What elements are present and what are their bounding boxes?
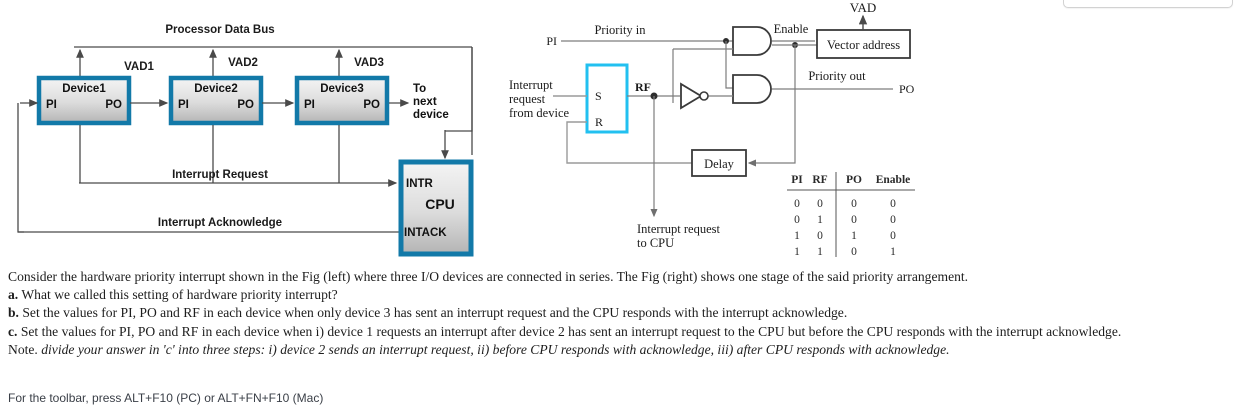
vector-address-box: Vector address	[816, 29, 911, 59]
question-item-a: a. What we called this setting of hardwa…	[8, 286, 1230, 303]
enable-label: Enable	[774, 22, 809, 36]
lower-and-gate	[732, 74, 772, 104]
to-next-device-line3: device	[413, 109, 449, 121]
truth-table-header-rf: RF	[812, 174, 827, 186]
truth-cell: 0	[890, 214, 896, 226]
truth-cell: 0	[817, 230, 823, 242]
device3-name: Device3	[320, 83, 363, 95]
truth-cell: 1	[817, 214, 823, 226]
flipflop-r-label: R	[595, 115, 603, 129]
interrupt-request-label: Interrupt Request	[172, 169, 268, 181]
truth-table: PI RF PO Enable 0 0 0 0 0 1	[787, 172, 915, 258]
device1-pi-label: PI	[46, 99, 57, 111]
truth-cell: 0	[794, 198, 800, 210]
device3-po-label: PO	[363, 99, 380, 111]
truth-table-header-enable: Enable	[876, 174, 911, 186]
daisy-chain-priority-diagram: Processor Data Bus VAD1 VAD2 VAD3 Device…	[0, 0, 495, 265]
priority-interrupt-stage-diagram: PI Priority in Enable Vector address	[495, 0, 975, 265]
vad-label: VAD	[850, 0, 877, 15]
question-item-c: c. Set the values for PI, PO and RF in e…	[8, 323, 1230, 340]
truth-table-header-pi: PI	[791, 174, 803, 186]
truth-cell: 0	[851, 246, 857, 258]
table-row: 0 0 0 0	[794, 198, 896, 210]
item-c-label: c.	[8, 323, 18, 339]
processor-data-bus-label: Processor Data Bus	[165, 24, 274, 36]
interrupt-request-to-cpu-line2: to CPU	[637, 236, 674, 250]
interrupt-request-from-device-line3: from device	[509, 106, 569, 120]
device2-name: Device2	[194, 83, 237, 95]
rf-label: RF	[635, 80, 651, 94]
not-gate	[680, 82, 709, 110]
question-intro: Consider the hardware priority interrupt…	[8, 269, 969, 284]
item-a-text: What we called this setting of hardware …	[18, 287, 338, 303]
r-input-reset-wire	[566, 121, 730, 164]
device1-po-label: PO	[105, 99, 122, 111]
question-item-b: b. Set the values for PI, PO and RF in e…	[8, 304, 1230, 321]
enable-to-delay-wire	[747, 45, 796, 167]
toolbar-shortcut-hint: For the toolbar, press ALT+F10 (PC) or A…	[8, 391, 324, 405]
vad1-label: VAD1	[124, 61, 154, 73]
interrupt-request-to-cpu-line1: Interrupt request	[637, 222, 720, 236]
vector-address-label: Vector address	[827, 38, 900, 52]
truth-cell: 0	[851, 214, 857, 226]
table-row: 0 1 0 0	[794, 214, 896, 226]
bus-cpu-elbow	[445, 47, 473, 132]
vad2-label: VAD2	[228, 57, 258, 69]
vad3-label: VAD3	[354, 57, 384, 69]
device1-box: Device1 PI PO	[36, 75, 132, 126]
table-row: 1 1 0 1	[794, 246, 896, 258]
device3-box: Device3 PI PO	[294, 75, 390, 126]
interrupt-request-from-device-line1: Interrupt	[509, 78, 553, 92]
truth-cell: 1	[890, 246, 896, 258]
question-text-block: Consider the hardware priority interrupt…	[8, 268, 1230, 359]
toolbar-panel-remnant	[1063, 0, 1233, 8]
device2-box: Device2 PI PO	[168, 75, 264, 126]
truth-cell: 1	[794, 246, 800, 258]
item-b-label: b.	[8, 305, 19, 321]
truth-cell: 1	[851, 230, 857, 242]
device2-po-label: PO	[237, 99, 254, 111]
truth-cell: 1	[817, 246, 823, 258]
pi-input-label: PI	[546, 34, 557, 48]
truth-cell: 1	[794, 230, 800, 242]
device1-name: Device1	[62, 83, 106, 95]
delay-label: Delay	[704, 157, 735, 171]
to-next-device-line2: next	[413, 96, 437, 108]
figures-container: Processor Data Bus VAD1 VAD2 VAD3 Device…	[0, 0, 975, 265]
item-b-text: Set the values for PI, PO and RF in each…	[18, 305, 848, 321]
priority-out-label: Priority out	[808, 69, 866, 83]
truth-cell: 0	[890, 230, 896, 242]
truth-table-header-po: PO	[846, 174, 862, 186]
truth-cell: 0	[817, 198, 823, 210]
truth-cell: 0	[794, 214, 800, 226]
flipflop-s-label: S	[595, 89, 602, 103]
truth-cell: 0	[851, 198, 857, 210]
not-gate-bubble-icon	[699, 91, 709, 101]
truth-cell: 0	[890, 198, 896, 210]
item-c-text: Set the values for PI, PO and RF in each…	[17, 323, 1122, 339]
delay-box: Delay	[691, 149, 747, 177]
intack-return-path	[17, 103, 24, 233]
pi-branch-to-lower-and	[725, 41, 733, 89]
question-note: Note. divide your answer in 'c' into thr…	[8, 341, 1230, 358]
cpu-intack-label: INTACK	[404, 227, 447, 239]
device3-pi-label: PI	[304, 99, 315, 111]
note-label: Note.	[8, 341, 38, 357]
sr-flipflop-box: S R	[585, 63, 629, 134]
note-text: divide your answer in 'c' into three ste…	[37, 341, 950, 357]
device2-pi-label: PI	[178, 99, 189, 111]
item-a-label: a.	[8, 287, 19, 303]
priority-in-label: Priority in	[594, 23, 646, 37]
cpu-intr-label: INTR	[406, 178, 434, 190]
cpu-box: INTR CPU INTACK	[398, 159, 474, 257]
interrupt-request-from-device-line2: request	[509, 92, 546, 106]
cpu-name-label: CPU	[425, 196, 455, 212]
to-next-device-line1: To	[413, 83, 426, 95]
upper-and-gate	[732, 26, 772, 56]
table-row: 1 0 1 0	[794, 230, 896, 242]
interrupt-acknowledge-label: Interrupt Acknowledge	[158, 217, 282, 229]
po-output-label: PO	[899, 82, 915, 96]
